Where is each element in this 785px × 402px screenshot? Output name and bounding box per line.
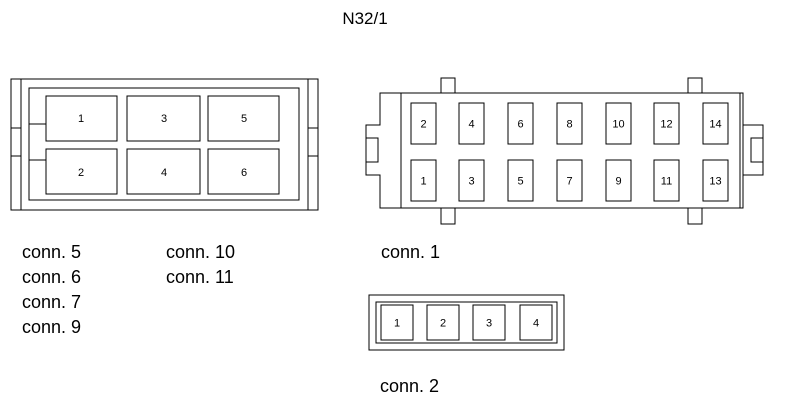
connector-a-outer: [10, 78, 319, 211]
pin-b-6: [507, 102, 534, 145]
pin-b-8: [556, 102, 583, 145]
connector-c-inner: [375, 301, 558, 344]
conn-label-5: conn. 5: [22, 242, 82, 262]
connector-b-inner: [400, 92, 741, 209]
pin-b-14-label: 14: [709, 119, 721, 131]
pin-b-9-label: 9: [615, 176, 621, 188]
pin-a-2: [45, 148, 118, 195]
conn-label-11: conn. 11: [166, 267, 234, 287]
connector-b-tab-top-left: [440, 77, 456, 94]
conn-label-6: conn. 6: [22, 267, 82, 287]
pin-a-6-label: 6: [241, 167, 247, 179]
pin-b-4: [458, 102, 485, 145]
pin-b-11: [653, 159, 680, 202]
connector-c: 1 2 3 4: [368, 294, 565, 351]
pin-a-4-label: 4: [161, 167, 167, 179]
connector-b-tab-top-right: [687, 77, 703, 94]
conn-label-7: conn. 7: [22, 292, 82, 312]
pin-a-4: [126, 148, 201, 195]
pin-a-2-label: 2: [78, 167, 84, 179]
connector-a-inner-frame: [20, 78, 309, 211]
connector-c-outer: [368, 294, 565, 351]
pin-a-5: [207, 95, 280, 142]
pin-b-10: [605, 102, 632, 145]
diagram-title: N32/1: [342, 9, 387, 28]
pin-b-13-label: 13: [709, 176, 721, 188]
pin-b-7-label: 7: [566, 176, 572, 188]
pin-b-5-label: 5: [517, 176, 523, 188]
pin-b-2-label: 2: [420, 119, 426, 131]
pin-b-10-label: 10: [612, 119, 624, 131]
pin-b-4-label: 4: [468, 119, 474, 131]
pin-c-1: [380, 304, 414, 341]
pin-c-1-label: 1: [394, 318, 400, 330]
connector-c-label: conn. 2: [380, 376, 440, 396]
pin-b-3-label: 3: [468, 176, 474, 188]
pin-b-8-label: 8: [566, 119, 572, 131]
pin-b-5: [507, 159, 534, 202]
pin-b-2: [410, 102, 437, 145]
pin-b-3: [458, 159, 485, 202]
pin-c-3: [472, 304, 506, 341]
pin-a-3-label: 3: [161, 113, 167, 125]
pin-c-4: [519, 304, 553, 341]
pin-a-1-label: 1: [78, 113, 84, 125]
pin-b-6-label: 6: [517, 119, 523, 131]
connector-a-body: [28, 87, 300, 201]
pin-b-12: [653, 102, 680, 145]
connector-b-tab-bottom-left: [440, 207, 456, 225]
connector-a-labels-right: conn. 10 conn. 11: [166, 240, 235, 290]
conn-label-9: conn. 9: [22, 317, 82, 337]
pin-c-4-label: 4: [533, 318, 539, 330]
pin-c-3-label: 3: [486, 318, 492, 330]
connector-b-label: conn. 1: [381, 242, 441, 262]
pin-a-5-label: 5: [241, 113, 247, 125]
pin-b-7: [556, 159, 583, 202]
pin-a-3: [126, 95, 201, 142]
connector-b-tab-bottom-right: [687, 207, 703, 225]
connector-a-labels-left: conn. 5 conn. 6 conn. 7 conn. 9: [22, 240, 81, 340]
pin-b-9: [605, 159, 632, 202]
pin-a-6: [207, 148, 280, 195]
pin-b-1: [410, 159, 437, 202]
pin-b-1-label: 1: [420, 176, 426, 188]
conn-label-10: conn. 10: [166, 242, 236, 262]
pin-b-11-label: 11: [661, 176, 672, 188]
pin-c-2-label: 2: [440, 318, 446, 330]
pin-b-14: [702, 102, 729, 145]
connector-a: 1 2 3 4 5 6: [10, 78, 319, 211]
pin-b-12-label: 12: [660, 119, 672, 131]
connector-b-latch-right: [750, 137, 763, 163]
pin-a-1: [45, 95, 118, 142]
pin-c-2: [426, 304, 460, 341]
pin-b-13: [702, 159, 729, 202]
connector-b-latch-left: [366, 137, 379, 163]
